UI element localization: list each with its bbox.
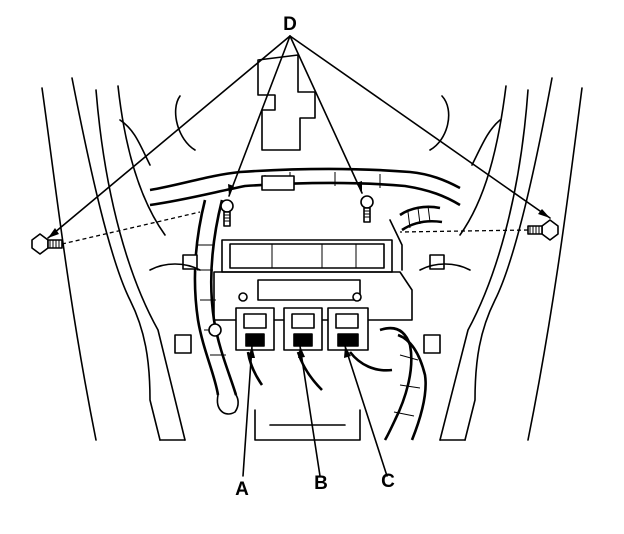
shift-lever-area bbox=[119, 54, 501, 166]
control-unit-bracket bbox=[213, 219, 413, 321]
connector-b bbox=[283, 307, 323, 391]
callout-d: D bbox=[283, 14, 297, 35]
connector-a bbox=[235, 307, 275, 386]
leader-lines-d bbox=[47, 35, 551, 239]
leader-line-c bbox=[344, 345, 388, 477]
bolt-right-inner bbox=[360, 195, 374, 223]
console-floor bbox=[149, 254, 471, 441]
wire-harness-left bbox=[193, 199, 239, 415]
install-path-lines bbox=[61, 211, 529, 245]
connector-c bbox=[327, 307, 393, 372]
callout-a: A bbox=[235, 479, 249, 500]
leader-line-a bbox=[242, 345, 255, 477]
wire-harness-right bbox=[379, 205, 443, 441]
bolt-right-outer bbox=[527, 219, 559, 241]
callout-c: C bbox=[381, 471, 395, 492]
callout-b: B bbox=[314, 473, 328, 494]
console-outer-panels bbox=[41, 77, 583, 441]
bolt-left-outer bbox=[31, 233, 63, 255]
bolt-left-inner bbox=[220, 199, 234, 227]
wire-harness-top bbox=[149, 167, 461, 207]
leader-line-b bbox=[298, 345, 321, 477]
